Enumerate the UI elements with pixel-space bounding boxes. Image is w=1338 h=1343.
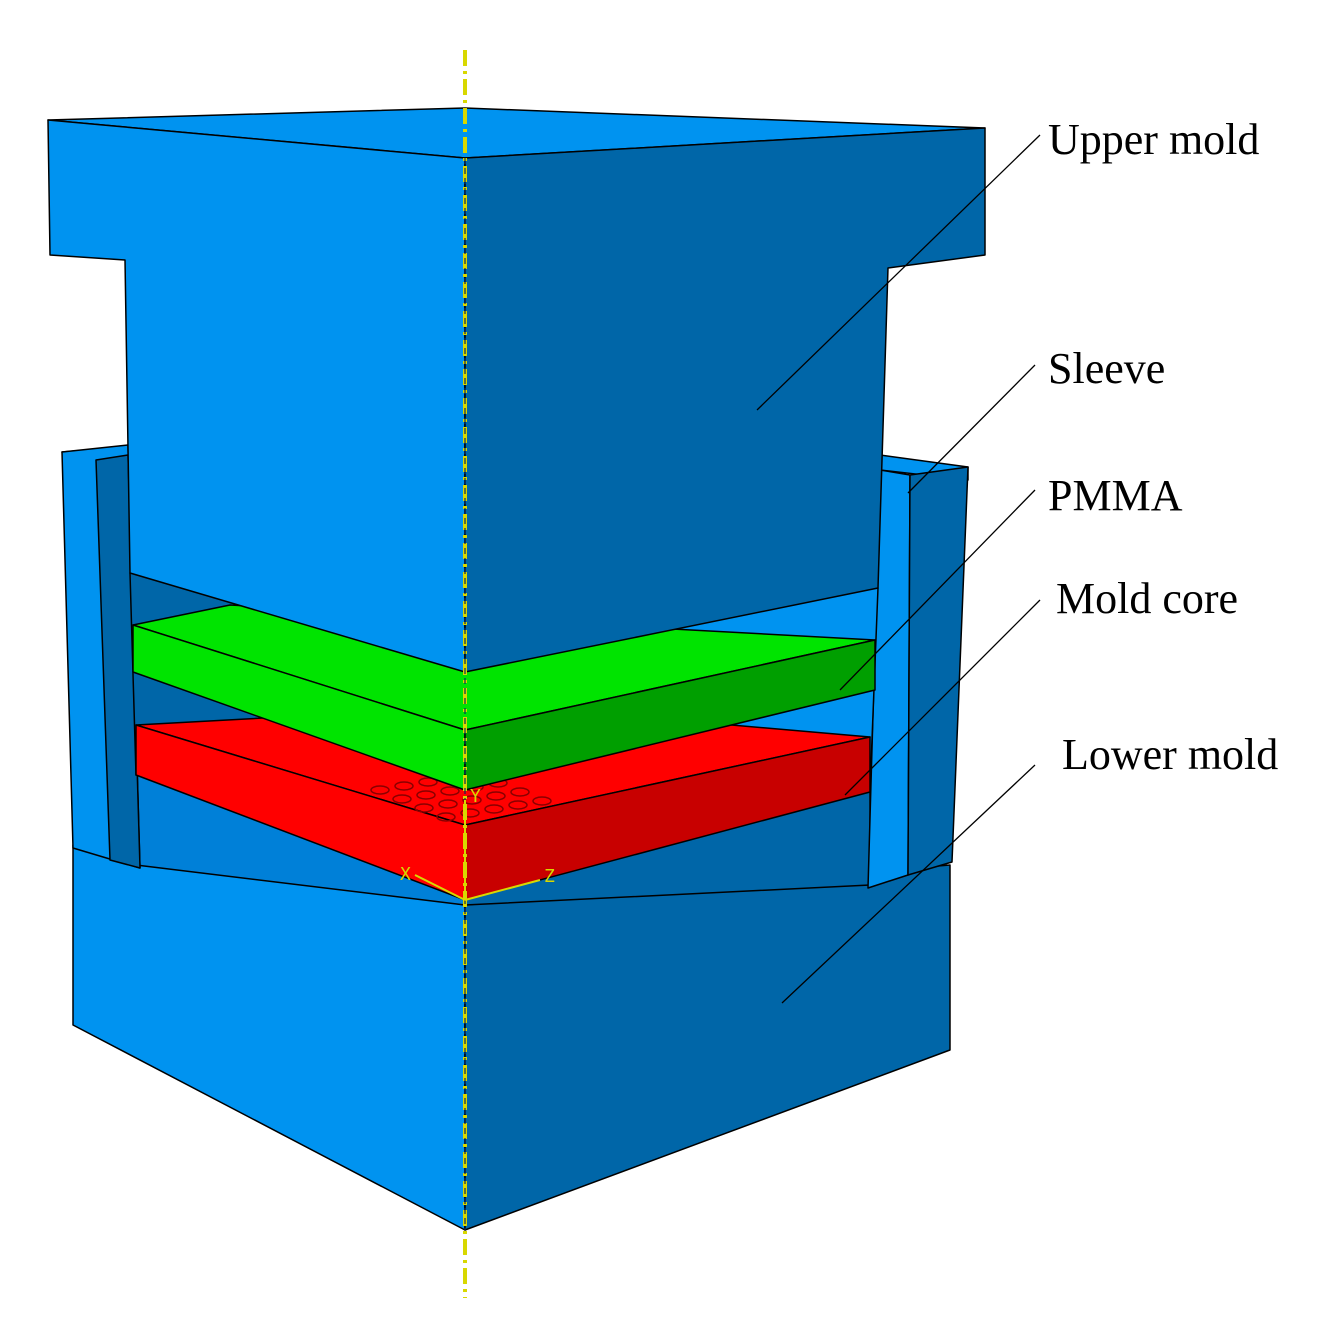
label-lower-mold: Lower mold [1062, 730, 1279, 779]
micro-hole [370, 785, 390, 795]
micro-hole [416, 790, 436, 800]
leader-mold-core [844, 599, 1041, 796]
sleeve-right-wall [907, 466, 969, 876]
coordinate-triad [414, 800, 541, 901]
label-upper-mold: Upper mold [1048, 115, 1260, 164]
leader-sleeve [907, 364, 1036, 494]
micro-hole [462, 795, 482, 805]
pmma-plate [132, 604, 876, 791]
sleeve [61, 444, 969, 889]
leader-pmma [839, 489, 1036, 691]
micro-hole [460, 808, 480, 818]
micro-hole [532, 796, 552, 806]
micro-hole [486, 791, 506, 801]
label-pmma: PMMA [1048, 471, 1183, 520]
micro-hole [414, 803, 434, 813]
micro-hole [510, 787, 530, 797]
label-sleeve: Sleeve [1048, 344, 1166, 393]
upper-mold [47, 107, 986, 673]
triad-x-label: X [400, 864, 411, 885]
lower-mold-right-face [464, 864, 951, 1231]
sleeve-left-wall-inner [95, 454, 141, 869]
lower-mold-left-face [72, 844, 466, 1231]
micro-hole [392, 794, 412, 804]
leader-lower-mold [781, 764, 1036, 1004]
micro-hole [418, 777, 438, 787]
leader-lines [756, 134, 1041, 1004]
micro-hole [508, 800, 528, 810]
triad-y-label: Y [470, 786, 481, 807]
micro-hole [484, 804, 504, 814]
micro-hole [394, 781, 414, 791]
micro-hole [440, 786, 460, 796]
micro-hole [438, 799, 458, 809]
leader-upper-mold [756, 134, 1041, 411]
triad-z-label: Z [544, 866, 555, 887]
micro-hole [436, 812, 456, 822]
label-mold-core: Mold core [1056, 574, 1239, 623]
